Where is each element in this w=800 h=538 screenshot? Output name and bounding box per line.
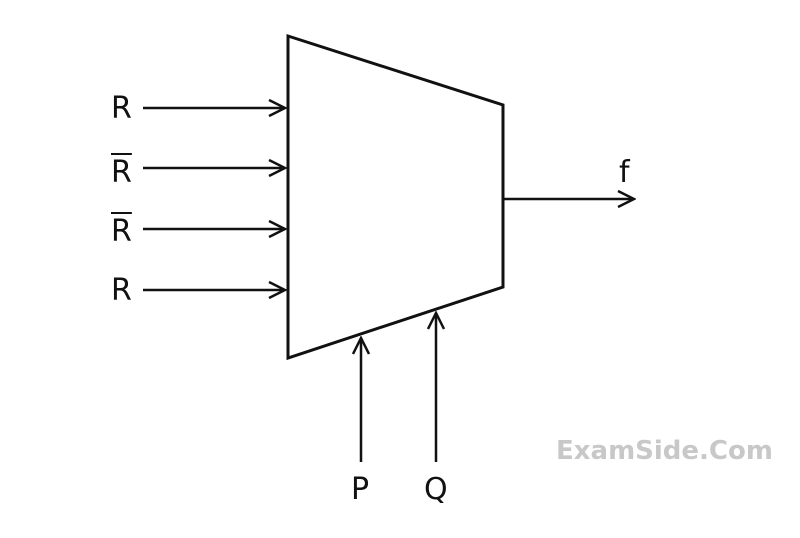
mux-body — [286, 33, 505, 361]
input-label-1: R — [111, 91, 132, 126]
output-label: f — [619, 155, 630, 190]
select-label-q: Q — [424, 472, 448, 507]
input-label-2-complement: R — [111, 155, 132, 190]
watermark: ExamSide.Com — [556, 436, 773, 466]
input-label-4: R — [111, 273, 132, 308]
select-label-p: P — [351, 472, 370, 507]
input-label-3-complement: R — [111, 214, 132, 249]
